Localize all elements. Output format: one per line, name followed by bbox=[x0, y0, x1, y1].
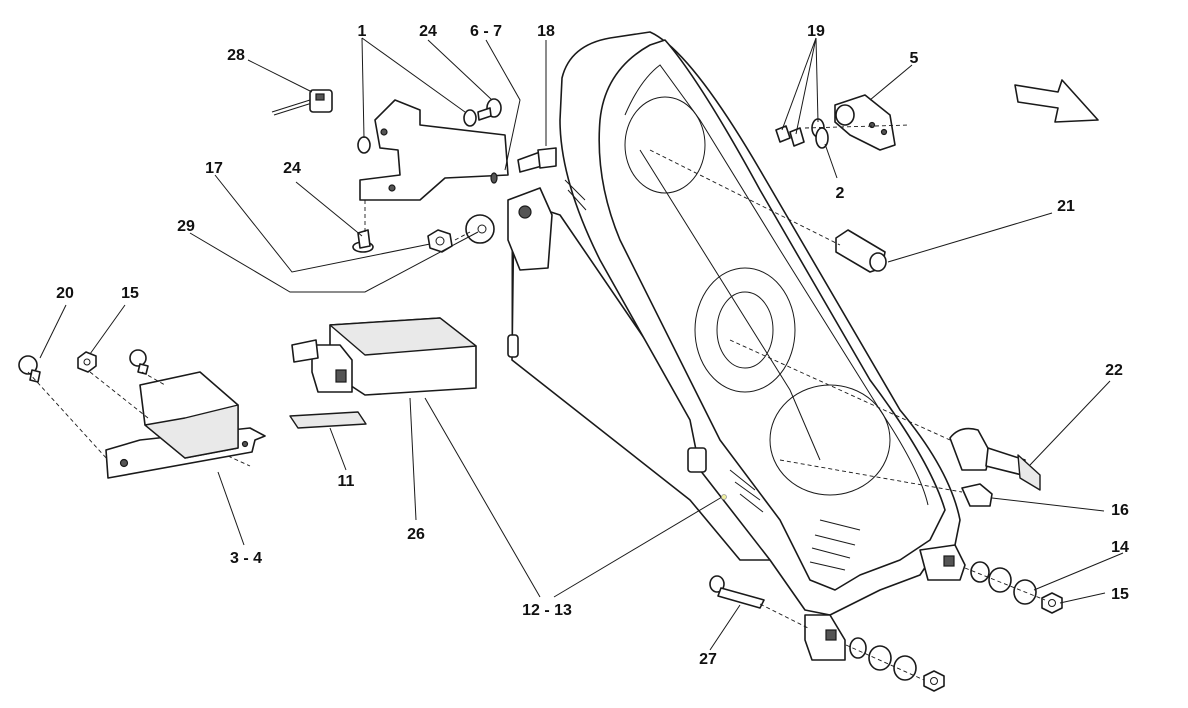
callout-15-left: 15 bbox=[121, 285, 139, 302]
screw-24-lower bbox=[352, 229, 374, 253]
callout-3-4: 3 - 4 bbox=[230, 550, 262, 567]
bulb-16 bbox=[961, 483, 993, 507]
bulb-22 bbox=[949, 427, 1041, 491]
callout-22: 22 bbox=[1105, 362, 1123, 379]
callout-24-lower: 24 bbox=[283, 160, 301, 177]
screw-20 bbox=[18, 355, 41, 383]
callout-18: 18 bbox=[537, 23, 555, 40]
reference-dot bbox=[721, 494, 727, 500]
bulb-21 bbox=[835, 229, 887, 273]
bolt-18 bbox=[517, 147, 557, 173]
control-unit-3-4 bbox=[105, 371, 266, 479]
mounting-bracket bbox=[359, 99, 509, 201]
callout-27: 27 bbox=[699, 651, 717, 668]
callout-labels: 1 24 6 - 7 18 28 17 24 29 19 5 2 21 20 1… bbox=[56, 23, 1129, 668]
callout-17: 17 bbox=[205, 160, 223, 177]
connector-28 bbox=[271, 89, 333, 116]
callout-20: 20 bbox=[56, 285, 74, 302]
nut-15-right bbox=[1041, 592, 1063, 614]
callout-19: 19 bbox=[807, 23, 825, 40]
callout-2: 2 bbox=[836, 185, 845, 202]
callout-6-7: 6 - 7 bbox=[470, 23, 502, 40]
arrow-right-down-icon bbox=[1014, 79, 1099, 123]
washers-14-right bbox=[970, 561, 1037, 605]
callout-5: 5 bbox=[910, 50, 919, 67]
screw-24-top bbox=[463, 98, 502, 127]
callout-14: 14 bbox=[1111, 539, 1129, 556]
washers-bottom bbox=[849, 637, 917, 681]
washer-29 bbox=[465, 214, 495, 244]
assembly-lines bbox=[27, 124, 1046, 681]
callout-21: 21 bbox=[1057, 198, 1075, 215]
pad-11 bbox=[289, 411, 367, 429]
callout-16: 16 bbox=[1111, 502, 1129, 519]
nut-17 bbox=[427, 229, 453, 253]
level-adjuster-5 bbox=[834, 94, 896, 151]
washer-1 bbox=[357, 136, 371, 154]
callout-15-right: 15 bbox=[1111, 586, 1129, 603]
bolt-27 bbox=[709, 575, 765, 609]
screw-left-2 bbox=[129, 349, 149, 375]
callout-28: 28 bbox=[227, 47, 245, 64]
callout-1: 1 bbox=[358, 23, 367, 40]
washer-2 bbox=[815, 127, 829, 149]
nut-bottom bbox=[923, 670, 945, 692]
callout-24-top: 24 bbox=[419, 23, 437, 40]
headlamp-assembly bbox=[507, 31, 966, 661]
callout-29: 29 bbox=[177, 218, 195, 235]
nut-15-left bbox=[77, 351, 97, 373]
callout-26: 26 bbox=[407, 526, 425, 543]
leader-lines bbox=[39, 37, 1124, 651]
ballast-26 bbox=[291, 317, 477, 396]
callout-12-13: 12 - 13 bbox=[522, 602, 572, 619]
callout-11: 11 bbox=[338, 473, 355, 490]
